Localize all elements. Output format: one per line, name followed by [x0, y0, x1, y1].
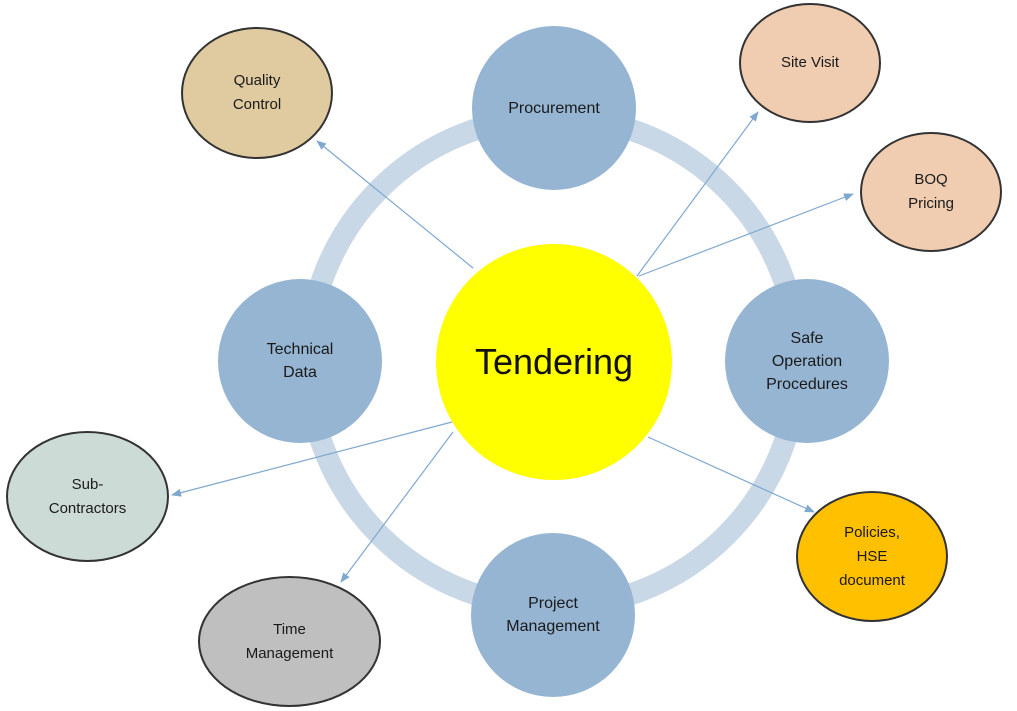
node-quality-control-label: Quality Control — [232, 72, 282, 113]
node-policies-hse-label: Policies, HSE document — [839, 523, 905, 589]
node-boq-pricing: BOQ Pricing — [860, 132, 1002, 252]
node-time-management-label: Time Management — [245, 620, 334, 662]
node-site-visit-label: Site Visit — [780, 54, 840, 71]
arrow-to-policies-hse — [647, 436, 815, 513]
arrow-to-time-management — [340, 431, 454, 583]
center-node-label: Tendering — [474, 341, 634, 382]
node-technical-data: Technical Data — [218, 279, 382, 443]
node-sub-contractors: Sub- Contractors — [6, 431, 169, 562]
node-boq-pricing-label: BOQ Pricing — [908, 171, 954, 212]
arrow-to-sub-contractors — [171, 421, 453, 497]
node-technical-data-label: Technical Data — [266, 341, 334, 381]
node-project-management: Project Management — [471, 533, 635, 697]
node-quality-control: Quality Control — [181, 27, 333, 159]
node-procurement-label: Procurement — [508, 99, 600, 117]
node-project-management-label: Project Management — [506, 595, 600, 635]
node-procurement: Procurement — [472, 26, 636, 190]
node-policies-hse: Policies, HSE document — [796, 491, 948, 622]
node-site-visit: Site Visit — [739, 3, 881, 123]
node-safe-operation-procedures-label: Safe Operation Procedures — [766, 329, 848, 393]
node-time-management: Time Management — [198, 576, 381, 707]
node-sub-contractors-label: Sub- Contractors — [48, 475, 127, 517]
arrow-to-quality-control — [316, 140, 474, 269]
arrow-to-site-visit — [636, 111, 759, 277]
node-safe-operation-procedures: Safe Operation Procedures — [725, 279, 889, 443]
center-node-tendering: Tendering — [436, 244, 672, 480]
arrow-to-boq-pricing — [638, 193, 854, 277]
